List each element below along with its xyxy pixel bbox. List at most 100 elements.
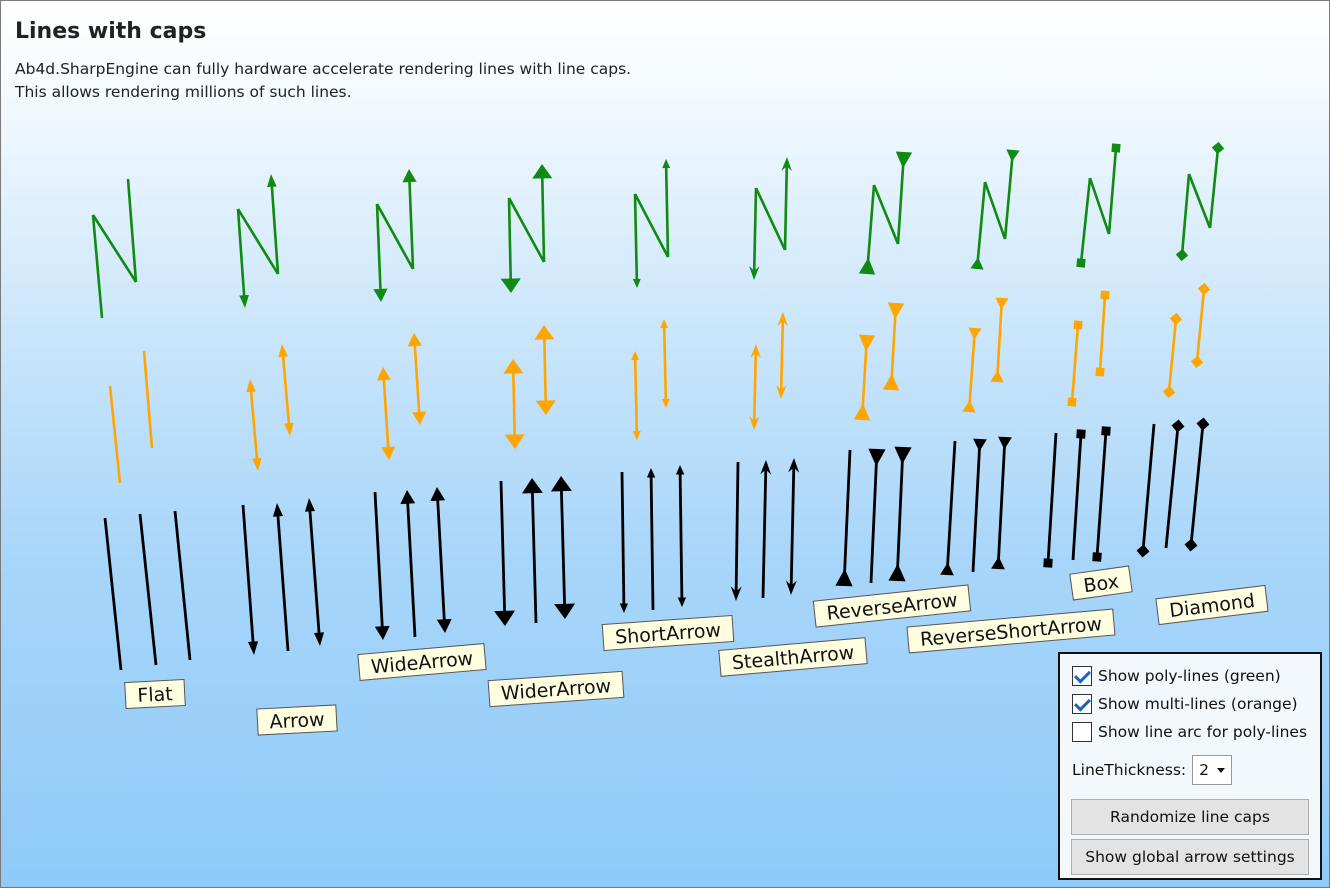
line-reverseshortarrow-start-cap <box>991 556 1005 570</box>
polyline-box-segment <box>1079 177 1092 264</box>
cap-label-background <box>1155 584 1269 626</box>
line-reverseshortarrow-end-cap <box>973 438 987 452</box>
multiline-box-end-cap <box>1100 290 1110 300</box>
checkbox-checked-icon[interactable] <box>1072 666 1092 686</box>
multiline-box-segment <box>1070 324 1080 403</box>
polyline-diamond-start-cap <box>1175 248 1189 262</box>
polyline-shortarrow-start-cap <box>632 278 641 288</box>
line-widearrow-end-cap <box>430 487 446 502</box>
multiline-box-segment <box>1098 294 1107 373</box>
multiline-widearrow-segment <box>413 343 421 415</box>
show-multilines-checkbox[interactable]: Show multi-lines (orange) <box>1072 694 1298 714</box>
polyline-reverseshortarrow-start-cap <box>970 257 984 270</box>
line-stealtharrow-segment <box>761 469 768 599</box>
line-diamond-end-cap <box>1196 417 1210 431</box>
polyline-widerarrow-segment <box>507 197 546 263</box>
multiline-reverseshortarrow-start-cap <box>990 370 1004 383</box>
polyline-flat-segment <box>91 214 104 319</box>
multiline-shortarrow-segment <box>662 325 668 402</box>
options-panel: Show poly-lines (green) Show multi-lines… <box>1058 652 1322 880</box>
polyline-arrow-segment <box>236 208 280 275</box>
line-flat-segment <box>173 510 192 661</box>
cap-label-background <box>124 678 186 710</box>
line-box-end-cap <box>1076 429 1086 439</box>
multiline-stealtharrow-end-cap <box>750 344 761 358</box>
multiline-diamond-start-cap <box>1190 355 1204 369</box>
polyline-widearrow-segment <box>408 179 415 270</box>
multiline-arrow-end-cap <box>246 379 256 393</box>
line-widerarrow-start-cap <box>494 610 516 626</box>
polyline-reverseshortarrow-segment <box>983 181 1007 240</box>
line-reversearrow-end-cap <box>868 448 886 467</box>
cap-label-widerarrow: WiderArrow <box>487 670 625 708</box>
polyline-reverseshortarrow-segment <box>1003 149 1015 240</box>
checkbox-unchecked-icon[interactable] <box>1072 722 1092 742</box>
multiline-widerarrow-segment <box>542 337 548 403</box>
line-widearrow-segment <box>373 491 384 629</box>
line-arrow-end-cap <box>304 498 316 512</box>
show-arc-label: Show line arc for poly-lines <box>1098 723 1308 741</box>
line-reversearrow-start-cap <box>835 568 853 587</box>
multiline-widerarrow-end-cap <box>534 325 555 340</box>
line-diamond-start-cap <box>1136 544 1150 558</box>
polyline-shortarrow-end-cap <box>662 159 671 169</box>
multiline-shortarrow-end-cap <box>660 319 669 329</box>
multiline-arrow-start-cap <box>284 422 294 436</box>
multiline-stealtharrow-start-cap <box>776 385 787 399</box>
polyline-arrow-start-cap <box>239 294 249 308</box>
line-widerarrow-segment <box>530 490 538 624</box>
cap-label-box: Box <box>1069 565 1133 601</box>
multiline-reverseshortarrow-end-cap <box>995 297 1009 310</box>
multiline-reverseshortarrow-end-cap <box>968 327 982 340</box>
multiline-reverseshortarrow-segment <box>967 327 977 413</box>
multiline-box-start-cap <box>1067 397 1077 407</box>
polyline-widearrow-segment <box>375 203 415 270</box>
line-thickness-value: 2 <box>1199 761 1210 779</box>
polyline-widerarrow-end-cap <box>532 164 553 179</box>
randomize-line-caps-button[interactable]: Randomize line caps <box>1071 799 1309 835</box>
line-widerarrow-segment <box>499 480 507 614</box>
line-arrow-segment <box>241 504 255 644</box>
line-box-segment <box>1071 433 1083 561</box>
cap-label-arrow: Arrow <box>256 704 338 736</box>
line-box-start-cap <box>1043 558 1053 568</box>
line-reverseshortarrow-segment <box>971 438 982 573</box>
line-stealtharrow-start-cap <box>785 580 797 595</box>
line-shortarrow-segment <box>620 471 626 606</box>
multiline-stealtharrow-segment <box>779 321 785 390</box>
line-reversearrow-segment <box>895 446 905 582</box>
polyline-stealtharrow-segment <box>752 187 758 271</box>
line-widearrow-segment <box>436 498 446 622</box>
show-global-arrow-settings-button[interactable]: Show global arrow settings <box>1071 839 1309 875</box>
polyline-reverseshortarrow-segment <box>975 181 987 270</box>
line-reversearrow-start-cap <box>888 563 906 582</box>
multiline-diamond-end-cap <box>1169 312 1183 326</box>
polyline-shortarrow-segment <box>633 193 639 282</box>
line-thickness-select[interactable]: 2 <box>1192 755 1233 785</box>
cap-label-background <box>601 614 735 652</box>
cap-label-text: Flat <box>137 683 173 707</box>
line-diamond-segment <box>1141 423 1156 552</box>
line-widearrow-start-cap <box>374 625 390 640</box>
line-flat-segment <box>138 513 158 666</box>
line-widerarrow-end-cap <box>550 476 572 492</box>
polyline-widearrow-end-cap <box>402 169 417 183</box>
multiline-arrow-segment <box>249 389 259 461</box>
multiline-shortarrow-segment <box>633 357 639 434</box>
multiline-box-start-cap <box>1095 367 1105 377</box>
multiline-flat-segment <box>108 385 122 484</box>
multiline-arrow-start-cap <box>252 457 262 471</box>
show-arc-checkbox[interactable]: Show line arc for poly-lines <box>1072 722 1307 742</box>
multiline-widearrow-end-cap <box>376 367 391 381</box>
line-reversearrow-end-cap <box>894 446 912 465</box>
line-widerarrow-end-cap <box>521 478 543 494</box>
line-stealtharrow-end-cap <box>760 460 772 475</box>
show-multilines-label: Show multi-lines (orange) <box>1098 695 1298 713</box>
multiline-arrow-end-cap <box>278 344 288 358</box>
show-polylines-checkbox[interactable]: Show poly-lines (green) <box>1072 666 1281 686</box>
line-shortarrow-end-cap <box>675 465 685 475</box>
polyline-stealtharrow-start-cap <box>749 266 760 280</box>
line-arrow-segment <box>276 514 290 652</box>
checkbox-checked-icon[interactable] <box>1072 694 1092 714</box>
